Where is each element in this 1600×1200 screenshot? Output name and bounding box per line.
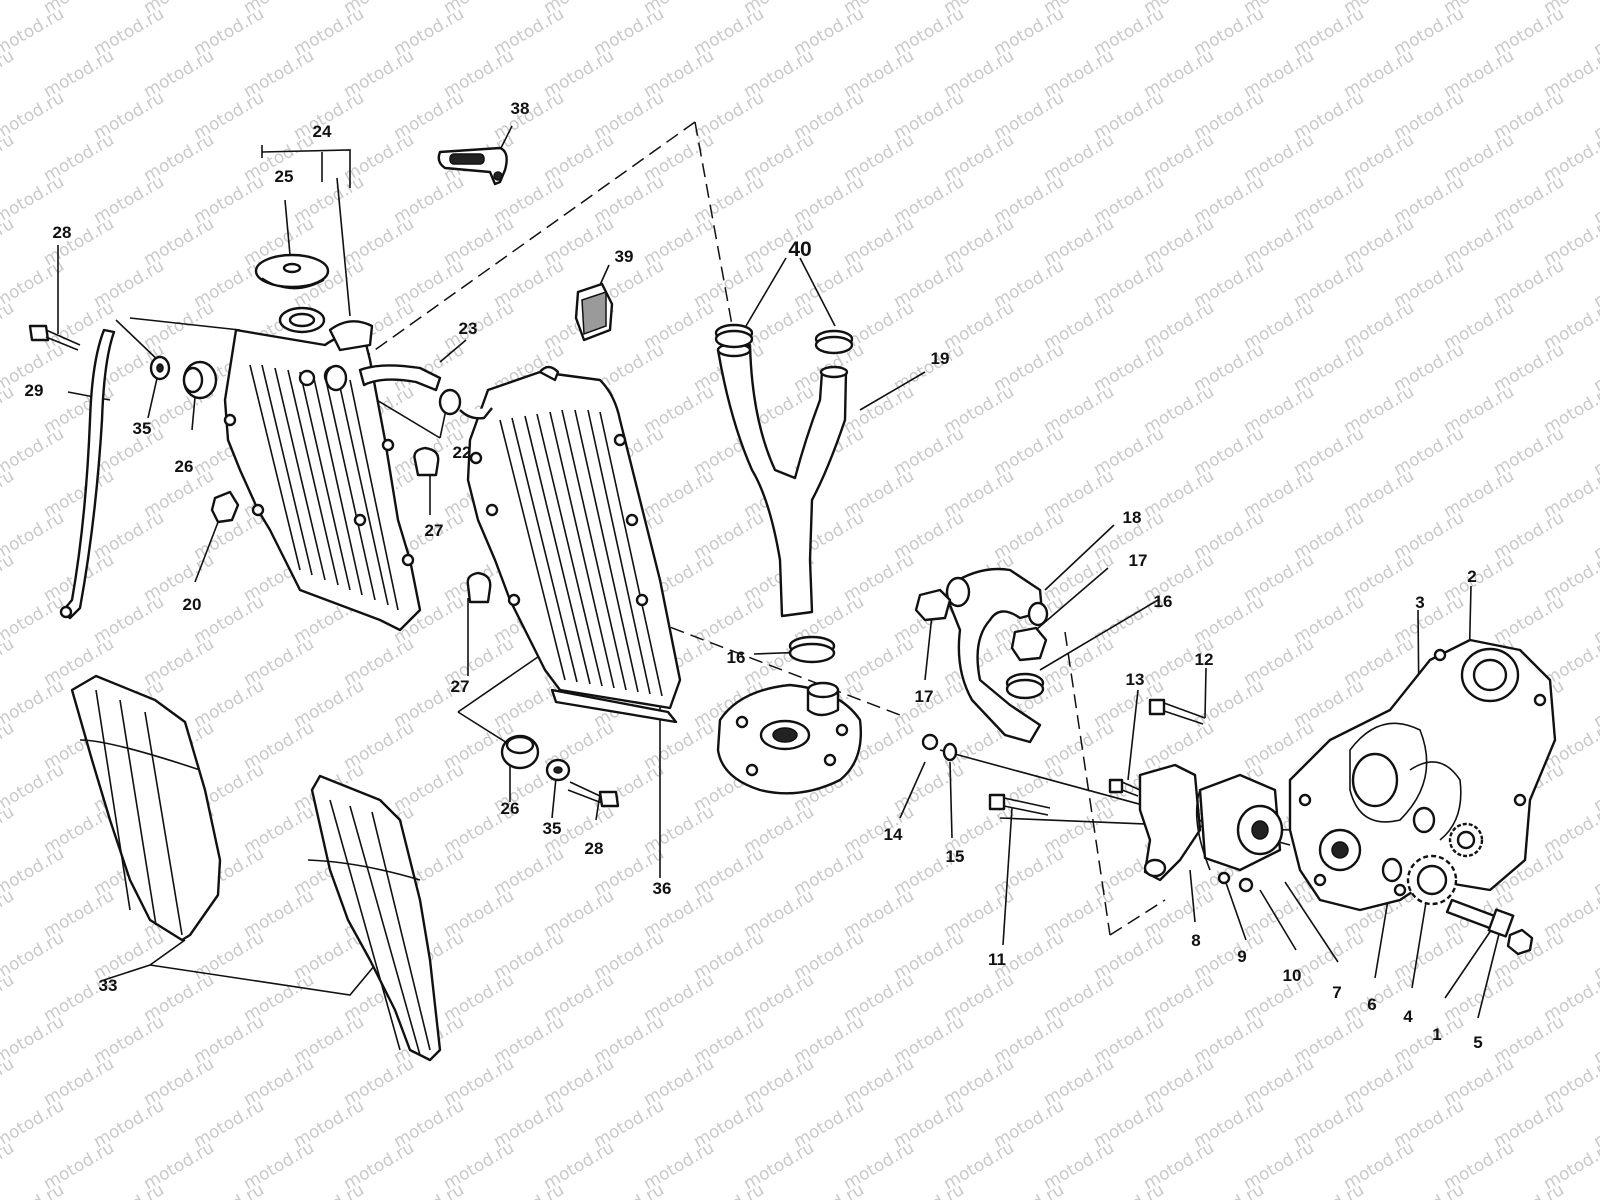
part-40-clamps: [714, 323, 854, 355]
callout-15: 15: [946, 847, 965, 866]
callout-39: 39: [615, 247, 634, 266]
callout-labels: 1 2 3 4 5 6 7 8 9 10 11 12 13 14 15 16 1…: [25, 99, 1483, 1052]
part-35-washers: [149, 355, 571, 782]
callout-8: 8: [1191, 931, 1200, 950]
callout-14: 14: [884, 825, 903, 844]
left-radiator: [223, 306, 422, 632]
callout-17b: 17: [915, 687, 934, 706]
part-11-bolt: [988, 793, 1051, 816]
part-8-pump-cover: [1138, 763, 1202, 882]
part-9-oring: [1217, 871, 1231, 885]
callout-17a: 17: [1129, 551, 1148, 570]
callout-3: 3: [1415, 593, 1424, 612]
part-1-shaft: [1445, 898, 1515, 938]
part-13-bolt: [1108, 778, 1141, 797]
callout-24: 24: [313, 122, 332, 141]
part-22-clips: [324, 364, 493, 420]
part-2-gear: [1448, 822, 1484, 858]
callout-19: 19: [931, 349, 950, 368]
part-12-bolt: [1148, 698, 1206, 725]
callout-1: 1: [1432, 1025, 1441, 1044]
part-33-shroud-left: [70, 674, 222, 942]
callout-18: 18: [1123, 508, 1142, 527]
callout-33: 33: [99, 976, 118, 995]
callout-28a: 28: [53, 223, 72, 242]
part-18-lower-hose: [945, 567, 1049, 744]
part-33-shroud-right: [307, 774, 442, 1062]
callout-6: 6: [1367, 995, 1376, 1014]
callout-2: 2: [1467, 567, 1476, 586]
part-25-radiator-cap: [254, 253, 330, 290]
callout-38: 38: [511, 99, 530, 118]
part-5-nut: [1506, 928, 1534, 956]
callout-10: 10: [1283, 966, 1302, 985]
part-20-nut: [210, 490, 240, 524]
callout-35b: 35: [543, 819, 562, 838]
callout-26a: 26: [175, 457, 194, 476]
part-10-seal: [1238, 877, 1254, 893]
callout-27a: 27: [425, 521, 444, 540]
crankcase-cover: [1288, 638, 1557, 912]
part-29-overflow-hose: [59, 328, 116, 620]
part-3-washer: [1412, 806, 1436, 834]
part-15-washer: [942, 742, 958, 762]
callout-16a: 16: [727, 648, 746, 667]
callout-11: 11: [988, 950, 1006, 969]
callout-5: 5: [1473, 1033, 1482, 1052]
callout-23: 23: [459, 319, 478, 338]
part-26-grommets: [182, 360, 540, 770]
callout-13: 13: [1126, 670, 1145, 689]
part-6-washer: [1381, 857, 1403, 883]
callout-22: 22: [453, 443, 472, 462]
part-19-y-hose: [716, 342, 849, 618]
callout-29: 29: [25, 381, 44, 400]
cylinder-head: [716, 681, 862, 795]
callout-26b: 26: [501, 799, 520, 818]
callout-20: 20: [183, 595, 202, 614]
callout-28b: 28: [585, 839, 604, 858]
part-7-impeller: [1195, 773, 1284, 872]
part-28-bolts: [28, 324, 620, 808]
part-17-joints: [914, 588, 1048, 662]
right-radiator: [466, 365, 682, 724]
callout-7: 7: [1332, 983, 1341, 1002]
part-14-part: [921, 733, 939, 751]
part-38-bracket: [437, 146, 508, 186]
callout-40: 40: [788, 238, 811, 261]
part-27-mounts: [413, 446, 492, 604]
callout-25: 25: [275, 167, 294, 186]
callout-16b: 16: [1154, 592, 1173, 611]
callout-36: 36: [653, 879, 672, 898]
part-16-clamps: [788, 635, 1045, 700]
dashed-routing-lines: [357, 121, 1166, 936]
callout-35a: 35: [133, 419, 152, 438]
callout-4: 4: [1403, 1007, 1413, 1026]
callout-9: 9: [1237, 947, 1246, 966]
callout-27b: 27: [451, 677, 470, 696]
part-23-hose: [358, 364, 442, 392]
part-4-gear: [1406, 854, 1458, 906]
part-39-sensor: [574, 282, 614, 342]
callout-12: 12: [1195, 650, 1214, 669]
